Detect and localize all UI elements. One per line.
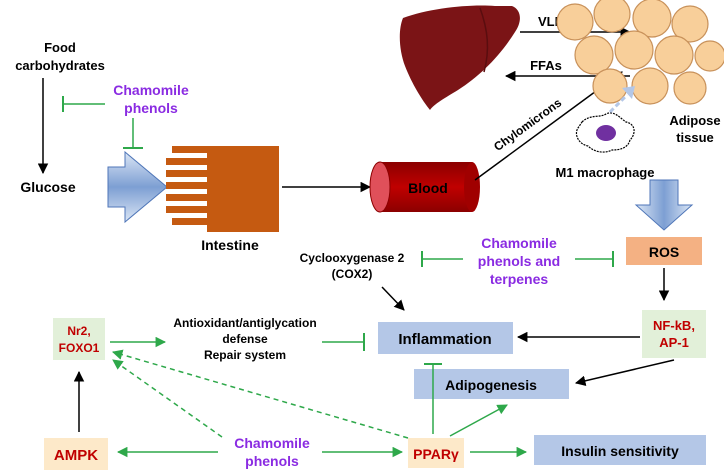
intestine-graphic: [166, 146, 279, 232]
antioxidant-label-1: Antioxidant/antiglycation: [173, 316, 316, 330]
nfkb-label-1: NF-kB,: [653, 318, 695, 333]
chamomile-phenols-top-1: Chamomile: [113, 82, 189, 98]
nfkb-label-2: AP-1: [659, 335, 689, 350]
adipose-label-1: Adipose: [669, 113, 720, 128]
antioxidant-label-3: Repair system: [204, 348, 286, 362]
nr2-label-2: FOXO1: [59, 341, 100, 355]
glucose-absorption-arrow: [107, 150, 168, 224]
ffas-label: FFAs: [530, 58, 562, 73]
insulin-sensitivity-box: [534, 435, 706, 465]
ros-label: ROS: [649, 244, 679, 260]
ros-production-arrow: [634, 179, 694, 231]
adipogenesis-box: [414, 369, 569, 399]
adipose-label-2: tissue: [676, 130, 714, 145]
liver-graphic: [399, 5, 520, 110]
ppar-to-nr2-dashed-arrow: [111, 349, 409, 439]
nr2-label-1: Nr2,: [67, 324, 90, 338]
ampk-label: AMPK: [54, 447, 98, 464]
cox2-to-inflammation-arrow: [381, 286, 405, 311]
cox2-label-2: (COX2): [332, 267, 373, 281]
ppar-box: [408, 438, 464, 468]
antioxidant-label-2: defense: [222, 332, 268, 346]
chylomicrons-label: Chylomicrons: [491, 95, 564, 154]
inflammation-label: Inflammation: [398, 331, 491, 348]
nfkb-box: [642, 310, 706, 358]
nr2-foxo1-box: [53, 318, 105, 360]
macrophage-recruit-arrow: [608, 93, 629, 114]
ppar-label: PPARγ: [413, 446, 459, 462]
m1-macrophage-label: M1 macrophage: [556, 165, 655, 180]
insulin-sensitivity-label: Insulin sensitivity: [561, 443, 679, 459]
cox2-label-1: Cyclooxygenase 2: [300, 251, 405, 265]
blood-vessel: [369, 161, 480, 213]
ppar-to-adipogenesis-arrow: [449, 404, 508, 437]
food-label-1: Food: [44, 40, 76, 55]
macrophage-graphic: [575, 112, 635, 153]
chamomile-to-nr2-dashed-arrow: [112, 359, 223, 438]
chamomile-phenols-bottom-1: Chamomile: [234, 435, 310, 451]
chamomile-terpenes-2: phenols and: [478, 253, 560, 269]
intestine-label: Intestine: [201, 237, 259, 253]
adipose-tissue-graphic: [556, 0, 724, 105]
ampk-box: [44, 438, 108, 470]
ros-box: [626, 237, 702, 265]
chamomile-phenols-top-2: phenols: [124, 100, 178, 116]
chamomile-terpenes-1: Chamomile: [481, 235, 557, 251]
blood-label: Blood: [408, 180, 448, 196]
adipogenesis-label: Adipogenesis: [445, 377, 537, 393]
nfkb-to-adipogenesis-arrow: [574, 359, 675, 386]
glucose-label: Glucose: [20, 179, 75, 195]
inflammation-box: [378, 322, 513, 354]
chamomile-phenols-bottom-2: phenols: [245, 453, 299, 469]
chamomile-terpenes-3: terpenes: [490, 271, 549, 287]
food-label-2: carbohydrates: [15, 58, 105, 73]
